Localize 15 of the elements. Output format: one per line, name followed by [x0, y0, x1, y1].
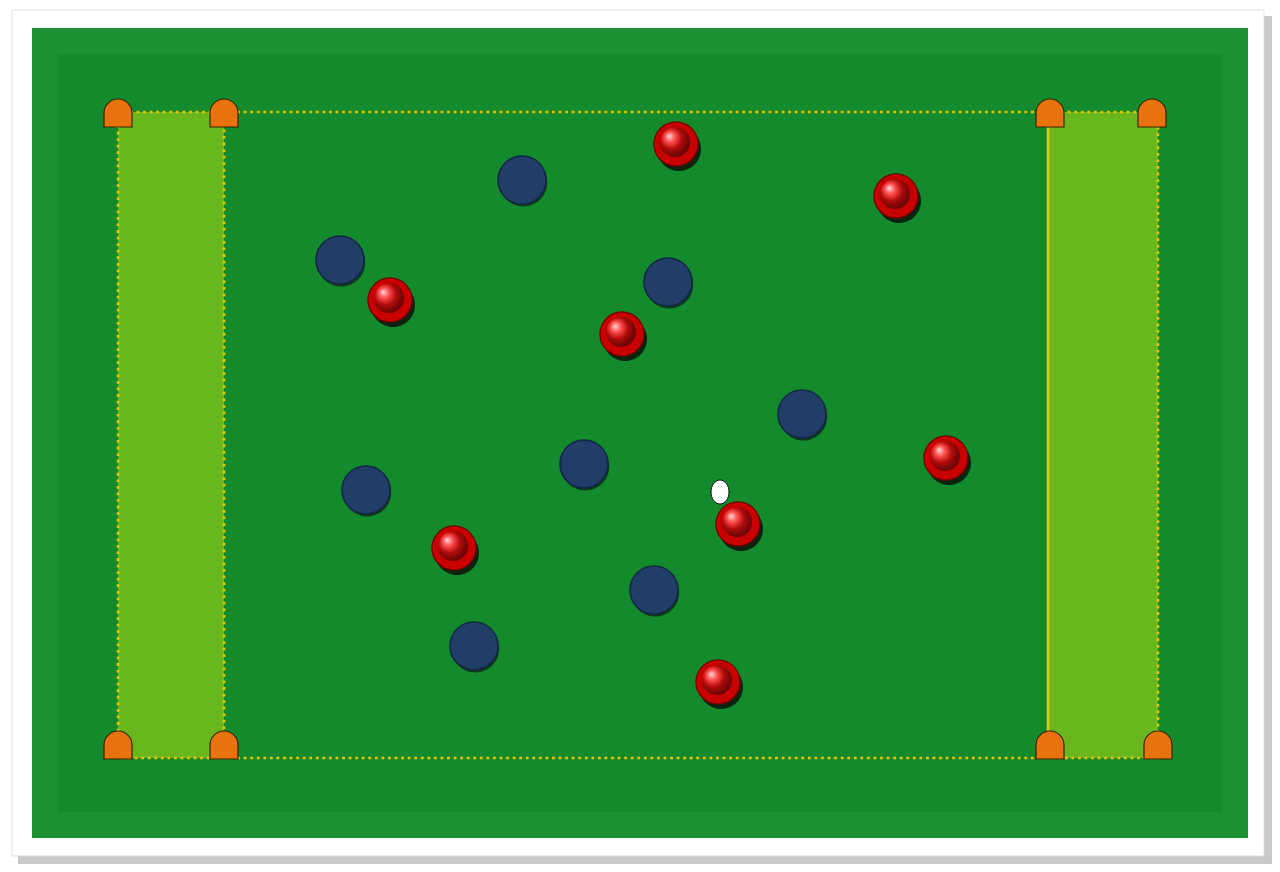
cone-marker	[1035, 98, 1065, 128]
player-token	[777, 389, 828, 441]
player-token	[315, 235, 366, 287]
player-token	[643, 257, 694, 309]
cone-marker	[103, 98, 133, 128]
player-token	[341, 465, 392, 517]
player-token	[559, 439, 610, 491]
end-zone	[1046, 110, 1160, 760]
end-zone	[116, 110, 226, 760]
player-token	[629, 565, 680, 617]
ball	[710, 479, 730, 505]
cone-marker	[209, 98, 239, 128]
cone-marker	[1137, 98, 1167, 128]
player-token	[497, 155, 548, 207]
player-token	[449, 621, 500, 673]
